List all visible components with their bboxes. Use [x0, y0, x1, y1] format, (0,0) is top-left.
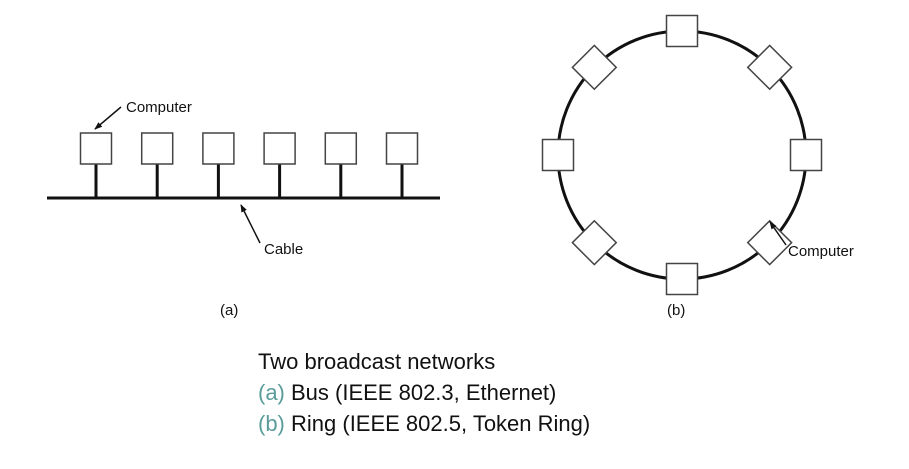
ring-computer-node — [571, 219, 618, 266]
caption-tag-a: (a) — [258, 380, 285, 405]
caption-title: Two broadcast networks — [258, 349, 496, 374]
bus-computer-node — [263, 132, 296, 165]
bus-network: Computer Cable (a) — [47, 99, 440, 319]
network-diagram: Computer Cable (a) Computer (b) — [47, 14, 854, 319]
caption-tag-b: (b) — [258, 411, 285, 436]
bus-computer-node — [324, 132, 358, 165]
ring-computer-node — [746, 219, 793, 266]
caption-text-b: Ring (IEEE 802.5, Token Ring) — [284, 411, 591, 436]
caption: Two broadcast networks (a) Bus (IEEE 802… — [258, 346, 590, 439]
ring-computer-label: Computer — [788, 243, 854, 260]
bus-computer-node — [202, 132, 235, 165]
bus-sublabel: (a) — [220, 302, 238, 319]
ring-computer-node — [665, 262, 699, 296]
caption-text-a: Bus (IEEE 802.3, Ethernet) — [284, 380, 557, 405]
bus-computer-label: Computer — [126, 99, 192, 116]
bus-computer-node — [140, 132, 174, 165]
cable-arrow — [240, 204, 261, 244]
ring-computer-arrow — [769, 221, 787, 246]
computer-arrow — [94, 106, 122, 130]
ring-computer-node — [571, 44, 618, 91]
cable-label: Cable — [264, 241, 303, 258]
ring-sublabel: (b) — [667, 302, 685, 319]
bus-computer-node — [385, 132, 419, 165]
ring-computer-node — [746, 44, 793, 91]
caption-item-b: (b) Ring (IEEE 802.5, Token Ring) — [258, 408, 590, 439]
ring-computer-node — [789, 138, 823, 172]
ring-computer-node — [541, 138, 575, 172]
ring-network: Computer (b) — [541, 14, 854, 319]
bus-computer-node — [79, 132, 113, 165]
caption-item-a: (a) Bus (IEEE 802.3, Ethernet) — [258, 377, 590, 408]
ring-computer-node — [665, 14, 699, 48]
